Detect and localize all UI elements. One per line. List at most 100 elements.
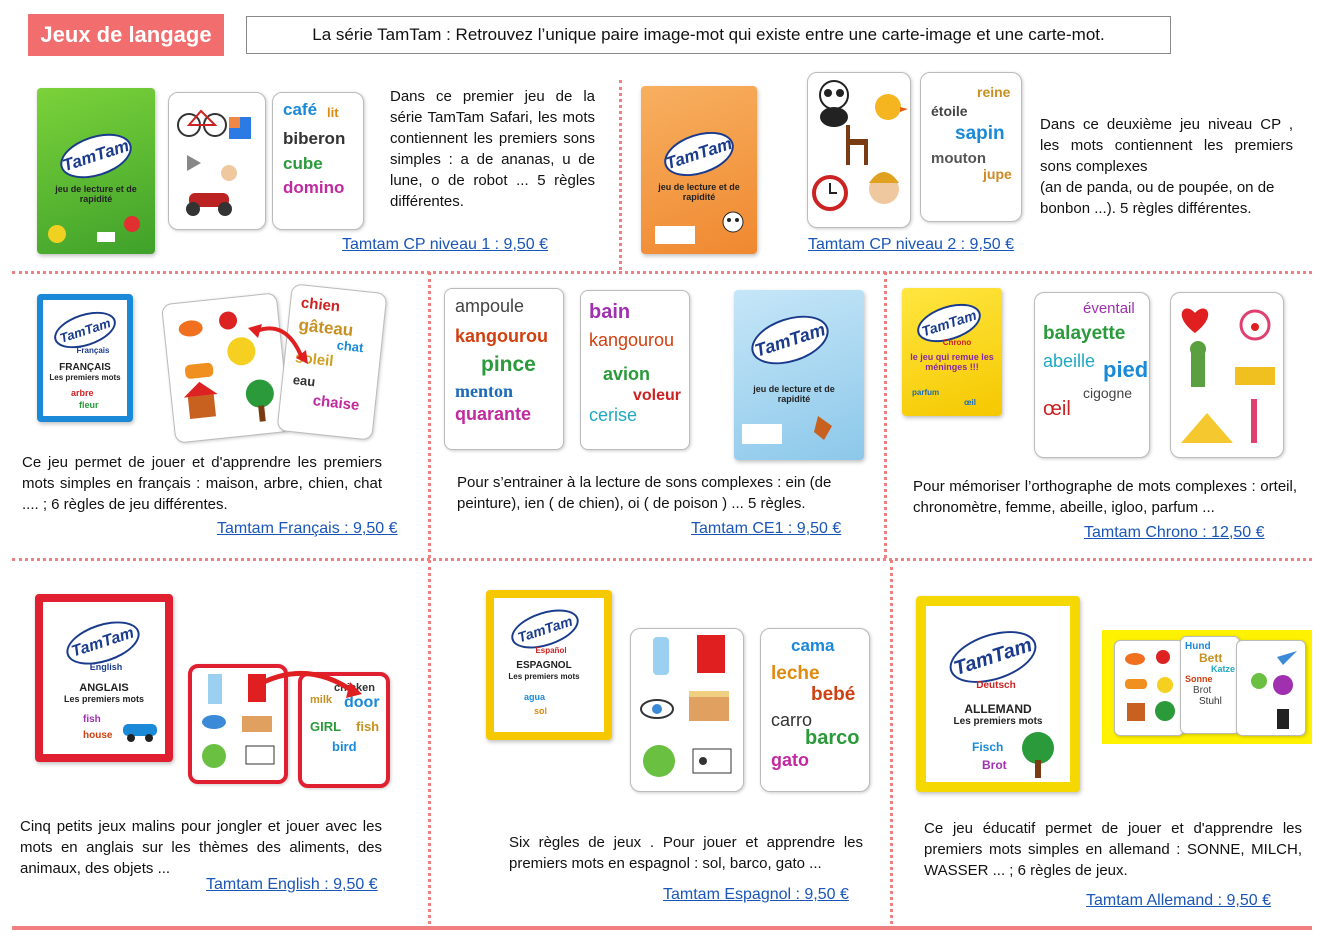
- word: bain: [589, 301, 631, 323]
- word: cerise: [589, 405, 638, 426]
- francais-box-word: fleur: [79, 400, 99, 410]
- francais-box-sub: Les premiers mots: [49, 373, 121, 382]
- allemand-box-word: Brot: [982, 758, 1007, 772]
- matching-arrow-icon: [248, 324, 308, 364]
- ce1-description: Pour s’entrainer à la lecture de sons co…: [457, 474, 832, 512]
- word: cama: [791, 636, 835, 655]
- word: œil: [1043, 397, 1071, 420]
- cp2-description: Dans ce deuxième jeu niveau CP , les mot…: [1040, 114, 1293, 219]
- cp1-price-link[interactable]: Tamtam CP niveau 1 : 9,50 €: [342, 236, 549, 253]
- english-price-link[interactable]: Tamtam English : 9,50 €: [206, 876, 378, 893]
- allemand-picture-card: [1114, 640, 1184, 736]
- espagnol-word-list: cama leche bebé carro barco gato: [771, 636, 860, 771]
- word: fish: [356, 719, 380, 735]
- word: GIRL: [310, 718, 342, 734]
- word: biberon: [283, 128, 346, 148]
- word: abeille: [1043, 351, 1096, 372]
- word: pince: [481, 352, 536, 376]
- word: carro: [771, 710, 813, 731]
- english-description: Cinq petits jeux malins pour jongler et …: [20, 818, 382, 877]
- word: chat: [336, 337, 365, 356]
- word: bebé: [811, 683, 856, 705]
- word: jupe: [983, 166, 1012, 183]
- fish-car-house-icons: [1125, 650, 1175, 721]
- francais-box-lang: Français: [76, 346, 110, 355]
- word: cube: [283, 153, 323, 173]
- plane-octopus-cat-icons: [1251, 651, 1297, 729]
- word: Bett: [1199, 651, 1223, 665]
- chrono-word-card: éventail balayette abeille pied cigogne …: [1034, 292, 1150, 458]
- panda-chick-chair-icons: [812, 80, 908, 211]
- chrono-box-word: œil: [964, 398, 976, 407]
- word: chaise: [311, 392, 361, 415]
- tamtam-logo: TamTam: [658, 123, 740, 185]
- ce1-box-subtitle: jeu de lecture et de rapidité: [753, 384, 835, 404]
- chrono-price-link[interactable]: Tamtam Chrono : 12,50 €: [1084, 524, 1265, 541]
- ce1-word-card-a: ampoule kangourou pince menton quarante: [444, 288, 564, 450]
- espagnol-box-word: sol: [534, 706, 548, 716]
- ce1-word-list-a: ampoule kangourou pince menton quarante: [455, 296, 548, 425]
- divider-row2: [12, 558, 1312, 561]
- cp2-word-list: reine étoile sapin mouton jupe: [931, 84, 1012, 183]
- allemand-price-link[interactable]: Tamtam Allemand : 9,50 €: [1086, 892, 1271, 909]
- espagnol-box-sub: Les premiers mots: [508, 672, 580, 681]
- chrono-box-tagline: le jeu qui remue les méninges !!!: [910, 352, 994, 372]
- word: kangourou: [589, 330, 675, 350]
- ce1-box-image: TamTam jeu de lecture et de rapidité: [734, 290, 864, 460]
- word: menton: [455, 380, 513, 401]
- espagnol-price-link[interactable]: Tamtam Espagnol : 9,50 €: [663, 886, 849, 903]
- allemand-word-card: Hund Bett Katze Sonne Brot Stuhl: [1180, 636, 1240, 734]
- word: door: [344, 694, 380, 712]
- word: milk: [310, 694, 333, 707]
- espagnol-word-card: cama leche bebé carro barco gato: [760, 628, 870, 792]
- word: Stuhl: [1199, 695, 1222, 707]
- english-box-image: TamTam English ANGLAIS Les premiers mots…: [35, 594, 173, 762]
- word: mouton: [931, 149, 986, 167]
- cp1-word-list: café lit biberon cube domino: [283, 100, 346, 198]
- word: ampoule: [455, 296, 525, 316]
- word: éventail: [1083, 300, 1135, 317]
- cp2-description-line2: (an de panda, ou de poupée, on de bonbon…: [1040, 179, 1275, 217]
- espagnol-picture-card: [630, 628, 744, 792]
- word: quarante: [455, 404, 532, 425]
- cp2-word-card: reine étoile sapin mouton jupe: [920, 72, 1022, 222]
- allemand-description: Ce jeu éducatif permet de jouer et d'app…: [924, 820, 1302, 879]
- ce1-word-list-b: bain kangourou avion voleur cerise: [589, 301, 681, 426]
- panda-icon: [655, 211, 744, 244]
- allemand-box-lang: Deutsch: [976, 680, 1016, 691]
- word: lit: [327, 104, 339, 120]
- ce1-word-card-b: bain kangourou avion voleur cerise: [580, 290, 690, 450]
- chrono-box-word: parfum: [912, 388, 940, 397]
- fish-sun-tree-icons: [178, 311, 274, 422]
- english-box-word: house: [83, 730, 113, 741]
- francais-box-title: FRANÇAIS: [59, 362, 111, 373]
- word: Sonne: [1185, 674, 1213, 685]
- footer-rule: [12, 926, 1312, 930]
- francais-price-link[interactable]: Tamtam Français : 9,50 €: [217, 520, 398, 537]
- ce1-price-link[interactable]: Tamtam CE1 : 9,50 €: [691, 520, 842, 537]
- divider-col-mid1: [428, 272, 431, 558]
- word: cigogne: [1083, 385, 1133, 402]
- english-box-word: fish: [83, 714, 101, 725]
- chrono-box-image: TamTam Chrono le jeu qui remue les ménin…: [902, 288, 1002, 416]
- cp1-box-subtitle: jeu de lecture et de rapidité: [55, 184, 137, 204]
- heart-clown-fan-icons: [1181, 308, 1275, 443]
- bicycle-icon: [177, 109, 251, 216]
- word: domino: [283, 178, 345, 198]
- tamtam-logo: TamTam: [745, 306, 835, 374]
- word: étoile: [931, 103, 968, 120]
- fruit-icon: [48, 216, 140, 243]
- word: barco: [805, 727, 860, 750]
- word: Brot: [1193, 684, 1212, 696]
- divider-col-mid2: [884, 272, 887, 558]
- word: sapin: [955, 122, 1005, 144]
- english-box-lang: English: [89, 662, 123, 672]
- word: balayette: [1043, 322, 1126, 344]
- cp2-description-line1: Dans ce deuxième jeu niveau CP , les mot…: [1040, 116, 1293, 175]
- tree-icon: [1022, 732, 1054, 778]
- francais-box-word: arbre: [71, 388, 94, 398]
- cp2-price-link[interactable]: Tamtam CP niveau 2 : 9,50 €: [808, 236, 1015, 253]
- allemand-box-word: Fisch: [972, 740, 1004, 754]
- word: reine: [977, 84, 1011, 100]
- word: leche: [771, 662, 820, 684]
